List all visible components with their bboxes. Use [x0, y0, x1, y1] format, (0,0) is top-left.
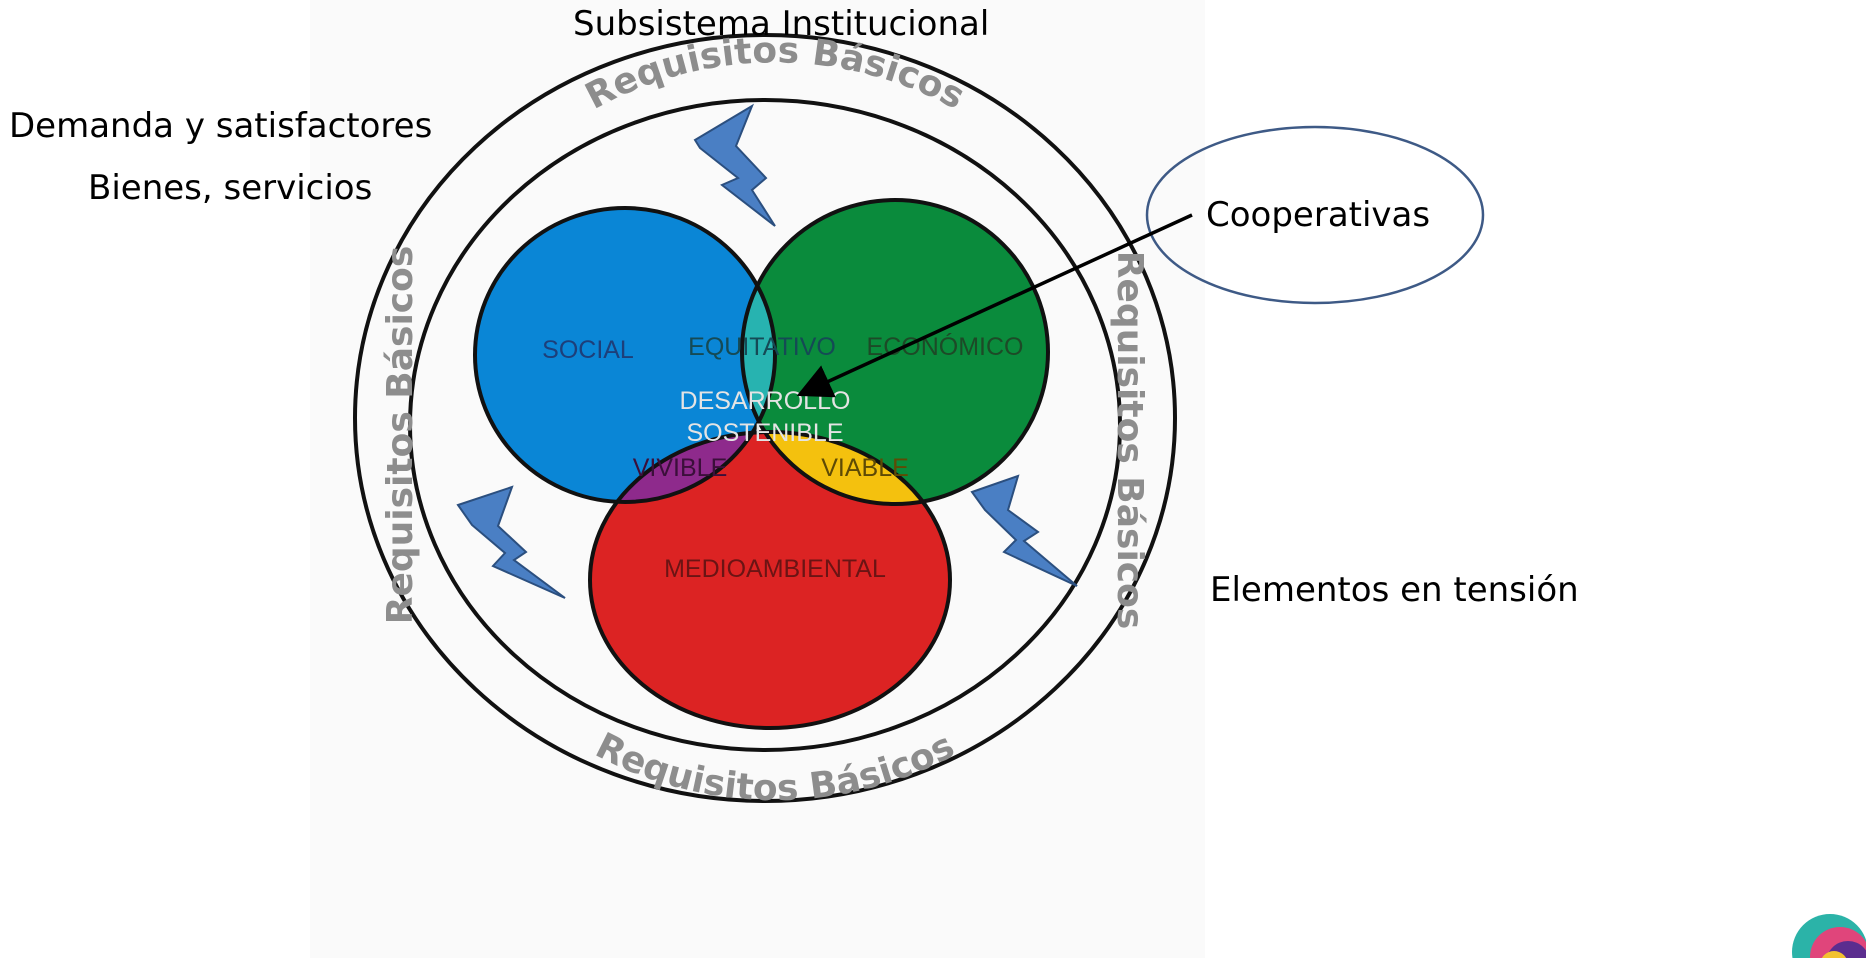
- environmental-circle: [590, 432, 950, 728]
- lightning-bolt-icon-left: [456, 485, 566, 599]
- outer-ring: [353, 33, 1177, 803]
- arrow-icon: [796, 213, 1193, 398]
- sustainable-label-line1: DESARROLLO: [680, 387, 851, 415]
- lightning-bolt-icon-top: [693, 103, 776, 227]
- lightning-bolts: [456, 103, 1078, 599]
- economic-label: ECONÓMICO: [867, 332, 1024, 361]
- environmental-label: MEDIOAMBIENTAL: [664, 555, 886, 583]
- livable-label: VIVIBLE: [633, 454, 728, 482]
- cooperatives-callout: [1145, 125, 1485, 305]
- viable-label: VIABLE: [821, 454, 909, 482]
- lightning-bolt-icon-right: [970, 474, 1078, 587]
- ring-label-right: Requisitos Básicos: [1109, 251, 1150, 630]
- inner-ring: [408, 98, 1122, 752]
- ring-label-bottom: Requisitos Básicos: [589, 725, 961, 809]
- institutional-subsystem-label: Subsistema Institucional: [573, 4, 990, 44]
- demand-label: Demanda y satisfactores: [9, 106, 433, 146]
- ring-label-left: Requisitos Básicos: [380, 246, 421, 625]
- social-circle: [475, 208, 775, 502]
- sustainable-label-line2: SOSTENIBLE: [687, 419, 844, 447]
- social-label: SOCIAL: [542, 336, 634, 364]
- goods-services-label: Bienes, servicios: [88, 168, 373, 208]
- tension-elements-label: Elementos en tensión: [1210, 570, 1579, 610]
- equitable-label: EQUITATIVO: [688, 333, 836, 361]
- venn-outlines: [473, 198, 1050, 730]
- logo: [1790, 907, 1866, 958]
- cooperatives-label: Cooperativas: [1206, 195, 1431, 235]
